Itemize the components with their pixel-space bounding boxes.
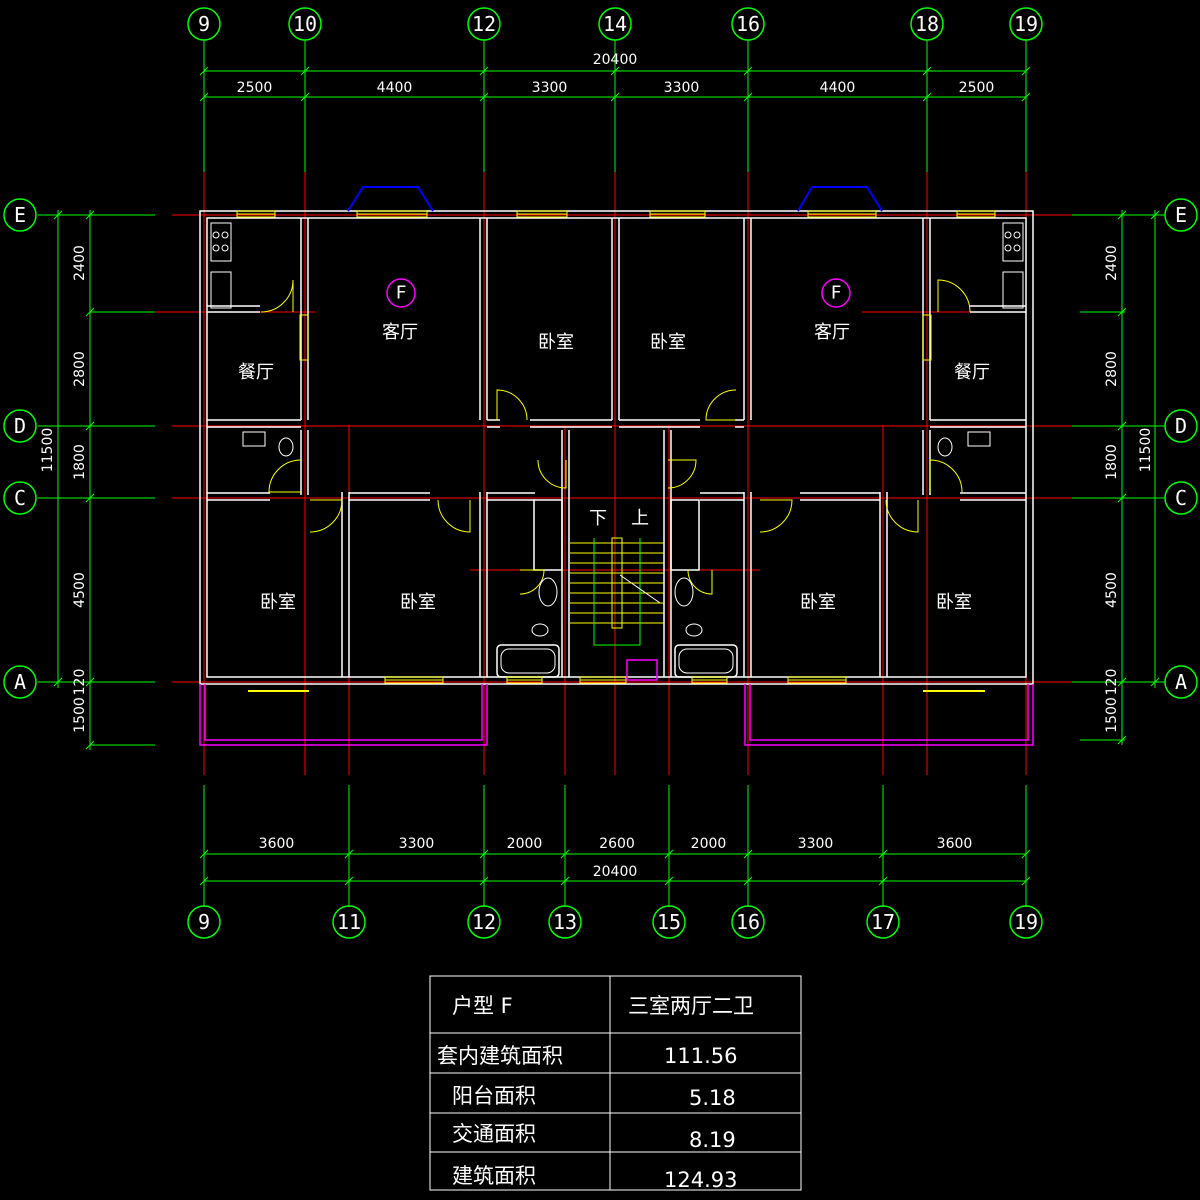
table-value-building-area: 124.93	[664, 1168, 737, 1192]
bottom-axis-bubble: 12	[472, 910, 496, 934]
dimension-texts: 20400 2500 4400 3300 3300 4400 2500 20400 3600 33…	[40, 52, 1154, 880]
room-label-living-left: 客厅	[382, 322, 418, 343]
right-axis-bubble: A	[1175, 670, 1187, 694]
table-value-balcony-area: 5.18	[689, 1086, 736, 1110]
bottom-axis-bubble: 15	[657, 910, 681, 934]
stair-label-down: 下	[589, 508, 607, 529]
room-label-dining-right: 餐厅	[954, 362, 990, 383]
top-segment-dimension: 2500	[959, 80, 995, 96]
table-label-inner-area: 套内建筑面积	[437, 1044, 563, 1068]
left-segment-dimension: 2800	[72, 351, 88, 387]
area-table	[429, 975, 802, 1191]
bottom-axis-bubbles: 9 11 12 13 15 16 17 19	[187, 905, 1043, 939]
left-segment-dimension: 4500	[72, 572, 88, 608]
left-segment-dimension: 2400	[72, 245, 88, 281]
room-label-bedroom-2: 卧室	[650, 332, 686, 353]
left-segment-dimension: 1500	[72, 697, 88, 733]
table-label-unit-type: 户型 F	[452, 994, 513, 1018]
room-labels: 客厅 客厅 卧室 卧室 餐厅 餐厅 卧室 卧室 卧室 卧室	[238, 322, 990, 613]
bottom-axis-bubble: 19	[1014, 910, 1038, 934]
right-total-dimension: 11500	[1138, 428, 1154, 473]
top-axis-bubbles: 9 10 12 14 16 18 19	[187, 7, 1043, 41]
table-label-traffic-area: 交通面积	[452, 1122, 536, 1146]
right-axis-bubble: D	[1175, 414, 1187, 438]
table-value-inner-area: 111.56	[664, 1044, 737, 1068]
left-axis-bubble: E	[14, 203, 26, 227]
staircase	[570, 537, 664, 681]
right-segment-dimension: 1500	[1104, 697, 1120, 733]
left-axis-bubble: C	[14, 486, 26, 510]
right-segment-dimension: 1800	[1104, 444, 1120, 480]
stair-label-up: 上	[631, 508, 649, 529]
bottom-axis-bubble: 16	[736, 910, 760, 934]
top-axis-bubble: 14	[603, 12, 627, 36]
left-total-dimension: 11500	[40, 428, 56, 473]
top-axis-bubble: 18	[915, 12, 939, 36]
bottom-axis-bubble: 13	[553, 910, 577, 934]
top-total-dimension: 20400	[593, 52, 638, 68]
table-label-building-area: 建筑面积	[452, 1164, 536, 1188]
bottom-segment-dimension: 2000	[507, 836, 543, 852]
bay-windows	[347, 186, 883, 212]
top-axis-bubble: 10	[293, 12, 317, 36]
top-segment-dimension: 4400	[377, 80, 413, 96]
room-label-bedroom-1: 卧室	[538, 332, 574, 353]
bottom-segment-dimension: 3600	[937, 836, 973, 852]
bottom-segment-dimension: 3300	[798, 836, 834, 852]
bottom-segment-dimension: 2600	[599, 836, 635, 852]
table-value-traffic-area: 8.19	[689, 1128, 736, 1152]
left-axis-bubble: D	[14, 414, 26, 438]
room-label-bedroom-4: 卧室	[400, 592, 436, 613]
right-segment-dimension: 4500	[1104, 572, 1120, 608]
unit-markers: F F	[386, 278, 851, 308]
right-segment-dimension: 2400	[1104, 245, 1120, 281]
room-label-bedroom-6: 卧室	[936, 592, 972, 613]
unit-marker-left: F	[396, 283, 407, 304]
bottom-segment-dimension: 3300	[399, 836, 435, 852]
side-axis-bubbles: E E D D C C A A	[3, 198, 1198, 699]
bottom-segment-dimension: 2000	[691, 836, 727, 852]
room-label-bedroom-3: 卧室	[260, 592, 296, 613]
top-segment-dimension: 3300	[532, 80, 568, 96]
left-axis-bubble: A	[14, 670, 26, 694]
top-axis-bubble: 9	[198, 12, 210, 36]
room-label-dining-left: 餐厅	[238, 362, 274, 383]
left-segment-dimension: 120	[72, 669, 88, 696]
unit-marker-right: F	[831, 283, 842, 304]
table-label-balcony-area: 阳台面积	[452, 1084, 536, 1108]
right-axis-bubble: C	[1175, 486, 1187, 510]
top-axis-bubble: 16	[736, 12, 760, 36]
area-table-text: 户型 F 三室两厅二卫 套内建筑面积 111.56 阳台面积 5.18 交通面积…	[437, 994, 754, 1192]
top-segment-dimension: 3300	[664, 80, 700, 96]
fixtures	[210, 222, 1024, 674]
bottom-axis-bubble: 9	[198, 910, 210, 934]
room-label-bedroom-5: 卧室	[800, 592, 836, 613]
right-segment-dimension: 120	[1104, 669, 1120, 696]
bottom-total-dimension: 20400	[593, 864, 638, 880]
balconies	[199, 684, 1034, 746]
table-value-unit-type: 三室两厅二卫	[628, 994, 754, 1018]
door-swings	[260, 279, 971, 595]
left-segment-dimension: 1800	[72, 444, 88, 480]
windows	[236, 210, 996, 692]
bottom-axis-bubble: 11	[337, 910, 361, 934]
right-segment-dimension: 2800	[1104, 351, 1120, 387]
bottom-axis-bubble: 17	[871, 910, 895, 934]
room-label-living-right: 客厅	[814, 322, 850, 343]
right-axis-bubble: E	[1175, 203, 1187, 227]
top-axis-bubble: 19	[1014, 12, 1038, 36]
top-segment-dimension: 4400	[820, 80, 856, 96]
top-axis-bubble: 12	[472, 12, 496, 36]
dimension-lines	[38, 40, 1165, 907]
top-segment-dimension: 2500	[237, 80, 273, 96]
axis-lines	[140, 172, 1072, 775]
bottom-segment-dimension: 3600	[259, 836, 295, 852]
